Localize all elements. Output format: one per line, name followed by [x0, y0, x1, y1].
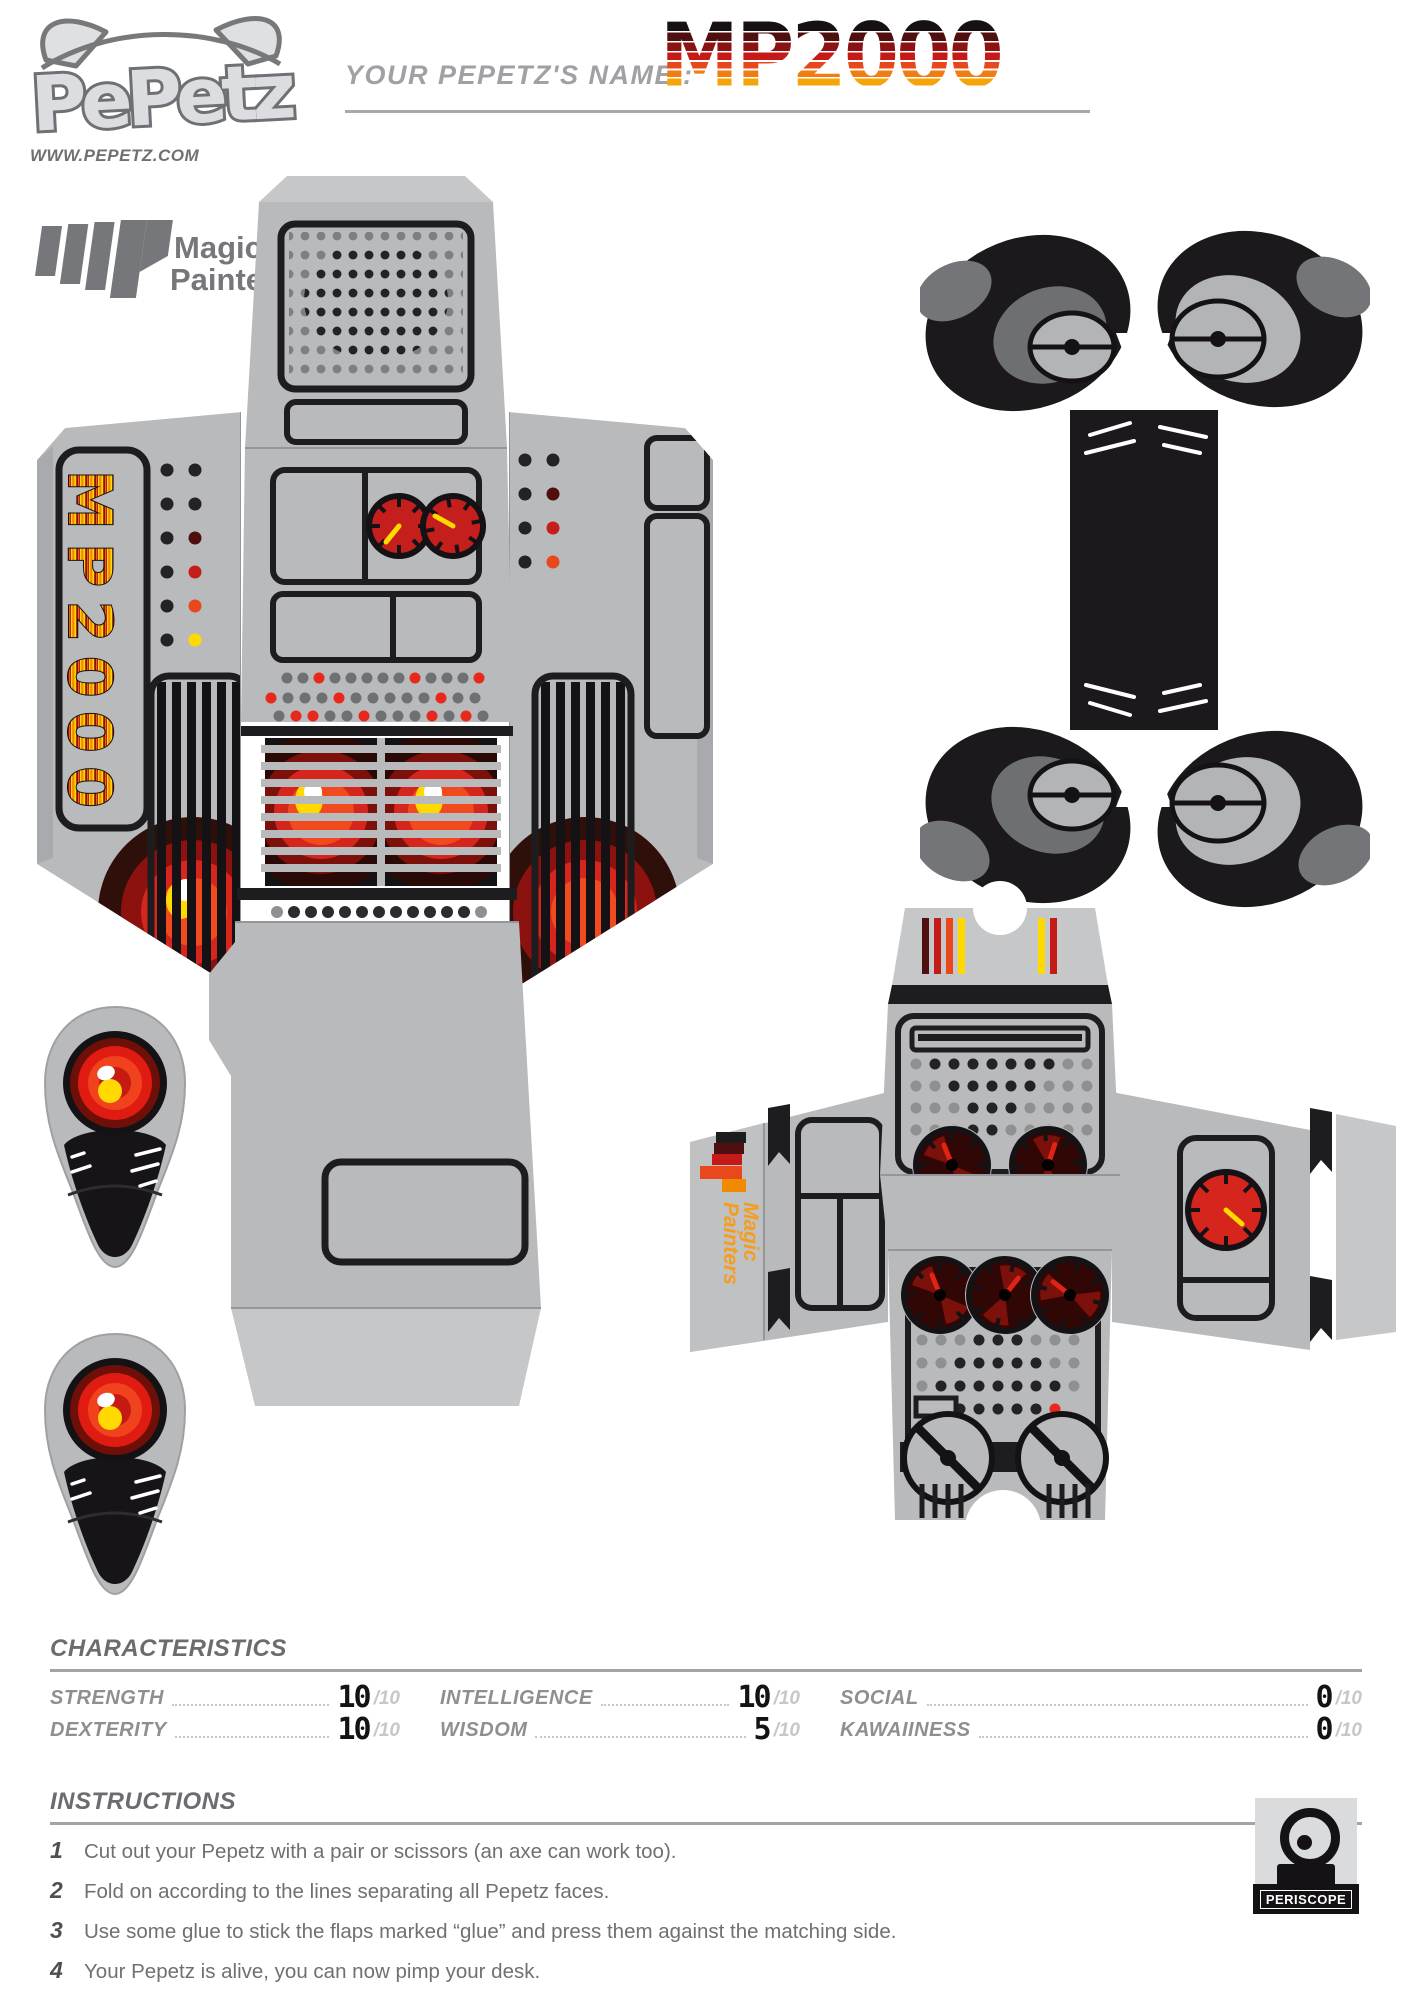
periscope-banner: PERISCOPE — [1253, 1884, 1359, 1914]
head-top-flap — [892, 881, 1108, 985]
magic-painters-logo: Magic Painters — [35, 220, 292, 298]
glue-tab-publisher: Magic Painters — [719, 1202, 762, 1285]
arms-template — [920, 230, 1370, 908]
instruction-step: 2 Fold on according to the lines separat… — [50, 1877, 610, 1903]
stat-kawaiiness: KAWAIINESS 0 /10 — [840, 1712, 1362, 1747]
name-label: YOUR PEPETZ'S NAME : — [345, 60, 694, 90]
head-face — [880, 1004, 1120, 1221]
flap-stripes — [922, 918, 1057, 974]
instructions-rule — [50, 1822, 1362, 1825]
glue-tab-publisher-line1: Magic — [739, 1202, 762, 1262]
head-right-side — [1112, 1092, 1396, 1350]
body-template: MP2000 — [37, 176, 713, 1406]
cat-ear-left-icon — [40, 18, 109, 69]
stats-grid: STRENGTH 10 /10 INTELLIGENCE 10 /10 SOCI… — [50, 1680, 1362, 1747]
glue-flap-top — [259, 176, 493, 202]
eye-template-2 — [43, 1332, 187, 1596]
head-chin-face — [880, 1175, 1120, 1250]
magic-painters-mark-icon — [35, 220, 173, 298]
comic-highlights — [976, 413, 1312, 725]
pepetz-logo: PePetz — [26, 16, 298, 152]
glue-flap-side — [1336, 1114, 1396, 1340]
characteristics-rule — [50, 1669, 1362, 1672]
publisher-line1: Magic — [174, 230, 262, 265]
back-dot-grid — [916, 1334, 1080, 1415]
blank-panel — [284, 399, 468, 445]
speaker-slats-right — [541, 682, 625, 992]
name-underline — [345, 110, 1090, 113]
glue-flap-bottom — [231, 1308, 541, 1406]
instruction-step: 1 Cut out your Pepetz with a pair or sci… — [50, 1837, 677, 1863]
glue-tab-flag-icon — [700, 1132, 746, 1192]
head-template: Magic Painters — [690, 881, 1396, 1540]
side-panel-model-text: MP2000 — [54, 470, 124, 810]
led-dots-rows-waist — [265, 692, 489, 722]
site-url: WWW.PEPETZ.COM — [30, 146, 200, 165]
stat-dexterity: DEXTERITY 10 /10 — [50, 1712, 400, 1747]
cat-head-outline — [40, 32, 282, 71]
bottom-slats — [919, 1484, 1091, 1518]
led-dots-row — [281, 672, 485, 684]
head-back-face — [888, 1240, 1125, 1540]
stat-strength: STRENGTH 10 /10 — [50, 1680, 400, 1715]
comic-highlights — [70, 1474, 162, 1515]
led-dots-column — [160, 463, 202, 647]
reel-left — [901, 1411, 995, 1505]
leg-speaker-slats — [261, 738, 501, 886]
comic-highlights — [70, 1147, 162, 1188]
periscope-logo: PERISCOPE — [1253, 1798, 1359, 1920]
pepetz-name-title: MP2000 — [660, 4, 1004, 107]
belly-panel — [270, 591, 482, 663]
instructions-steps: 1 Cut out your Pepetz with a pair or sci… — [50, 1837, 1362, 1984]
led-dots-column — [518, 453, 560, 569]
eye-lens-icon — [63, 1031, 167, 1135]
back-panel — [321, 1158, 529, 1266]
stat-social: SOCIAL 0 /10 — [840, 1680, 1362, 1715]
head-left-side: Magic Painters — [690, 1092, 888, 1352]
periscope-label: PERISCOPE — [1259, 1889, 1353, 1909]
eye-lens-icon — [63, 1358, 167, 1462]
brand-wordmark: PePetz — [29, 46, 295, 149]
side-gauge — [1184, 1168, 1268, 1252]
stat-wisdom: WISDOM 5 /10 — [440, 1712, 800, 1747]
led-dots-row-hip — [271, 906, 487, 918]
instruction-step: 4 Your Pepetz is alive, you can now pimp… — [50, 1957, 541, 1983]
stat-intelligence: INTELLIGENCE 10 /10 — [440, 1680, 800, 1715]
characteristics-title: CHARACTERISTICS — [50, 1635, 287, 1662]
eye-template-1 — [43, 1005, 187, 1269]
speaker-slats-left — [157, 682, 241, 992]
instructions-title: INSTRUCTIONS — [50, 1788, 236, 1815]
characteristics-section: CHARACTERISTICS STRENGTH 10 /10 INTELLIG… — [50, 1635, 1362, 1747]
instructions-section: INSTRUCTIONS 1 Cut out your Pepetz with … — [50, 1788, 1362, 1997]
glue-tab-publisher-line2: Painters — [719, 1202, 742, 1285]
hand-joints — [1027, 298, 1267, 844]
arms-silhouette — [925, 230, 1363, 908]
instruction-step: 3 Use some glue to stick the flaps marke… — [50, 1917, 897, 1943]
